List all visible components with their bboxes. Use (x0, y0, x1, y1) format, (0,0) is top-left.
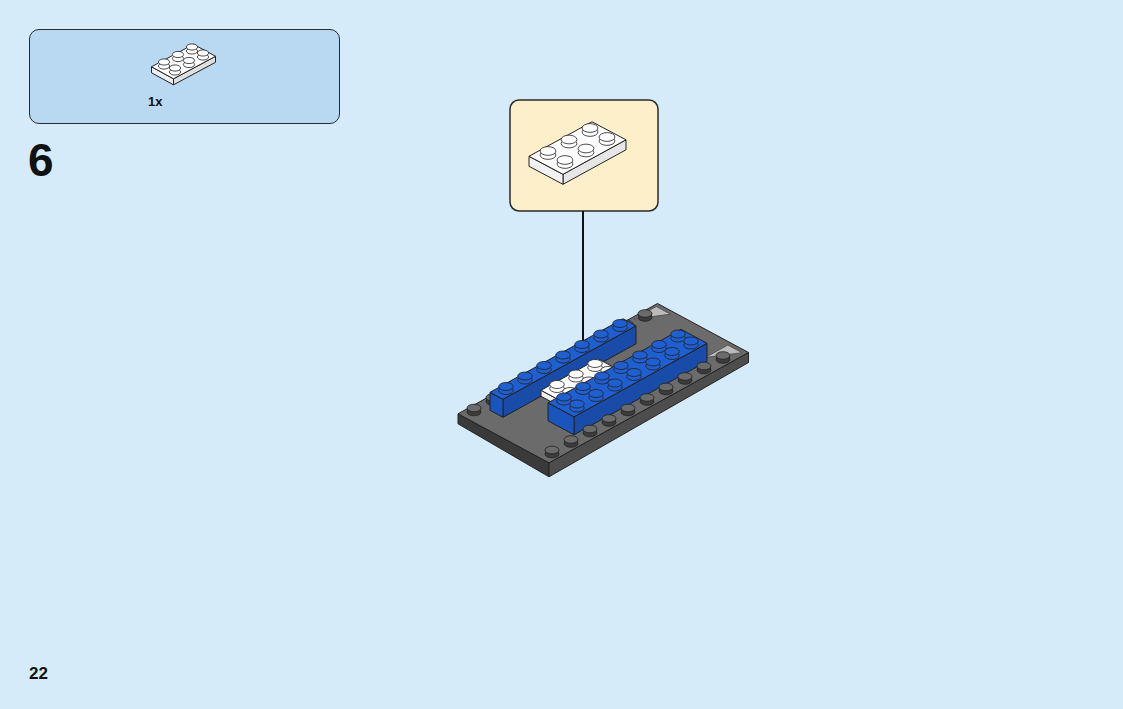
stud (578, 144, 594, 153)
stud (671, 330, 686, 338)
stud (183, 57, 194, 63)
stud (659, 383, 673, 391)
stud (197, 50, 208, 56)
stud (537, 362, 552, 370)
base-top (458, 304, 749, 463)
stud (556, 351, 571, 359)
stud (646, 358, 661, 366)
stud (665, 348, 680, 356)
page-number: 22 (29, 665, 48, 682)
stud (684, 337, 699, 345)
stud (576, 383, 591, 391)
stud (613, 320, 628, 328)
stud (652, 341, 667, 349)
stud (499, 383, 514, 391)
callout-box (510, 100, 658, 211)
stud (716, 352, 730, 360)
stud (633, 351, 648, 359)
brick-top (529, 122, 626, 175)
stud (588, 360, 603, 368)
stud (545, 446, 559, 454)
stud (186, 44, 197, 50)
stud (614, 362, 629, 370)
stud (582, 124, 598, 133)
stud (621, 404, 635, 412)
stud (595, 372, 610, 380)
stud (678, 373, 692, 381)
stud (627, 369, 642, 377)
stud (557, 156, 573, 165)
brick-top (152, 44, 216, 79)
stud (608, 379, 623, 387)
part-count: 1x (148, 94, 162, 109)
stud (640, 394, 654, 402)
stud (169, 65, 180, 71)
stud (540, 147, 556, 156)
stud (589, 390, 604, 398)
stud (550, 381, 565, 389)
stud (564, 436, 578, 444)
stud (575, 341, 590, 349)
stud (467, 404, 481, 412)
step-number: 6 (28, 137, 54, 183)
brick-top (548, 329, 707, 417)
stud (638, 310, 652, 318)
model-assembly (458, 304, 749, 477)
brick-top (490, 319, 636, 400)
stud (569, 370, 584, 378)
stud (583, 425, 597, 433)
plate-icon (529, 122, 626, 185)
stud (599, 133, 615, 142)
stud (158, 59, 169, 65)
stud (594, 330, 609, 338)
stud (697, 362, 711, 370)
stud (518, 372, 533, 380)
stud (561, 135, 577, 144)
stud (570, 400, 585, 408)
parts-list-box: 1x (29, 29, 340, 124)
stud (172, 51, 183, 57)
stud (557, 393, 572, 401)
part-icon (140, 42, 230, 87)
stud (602, 415, 616, 423)
